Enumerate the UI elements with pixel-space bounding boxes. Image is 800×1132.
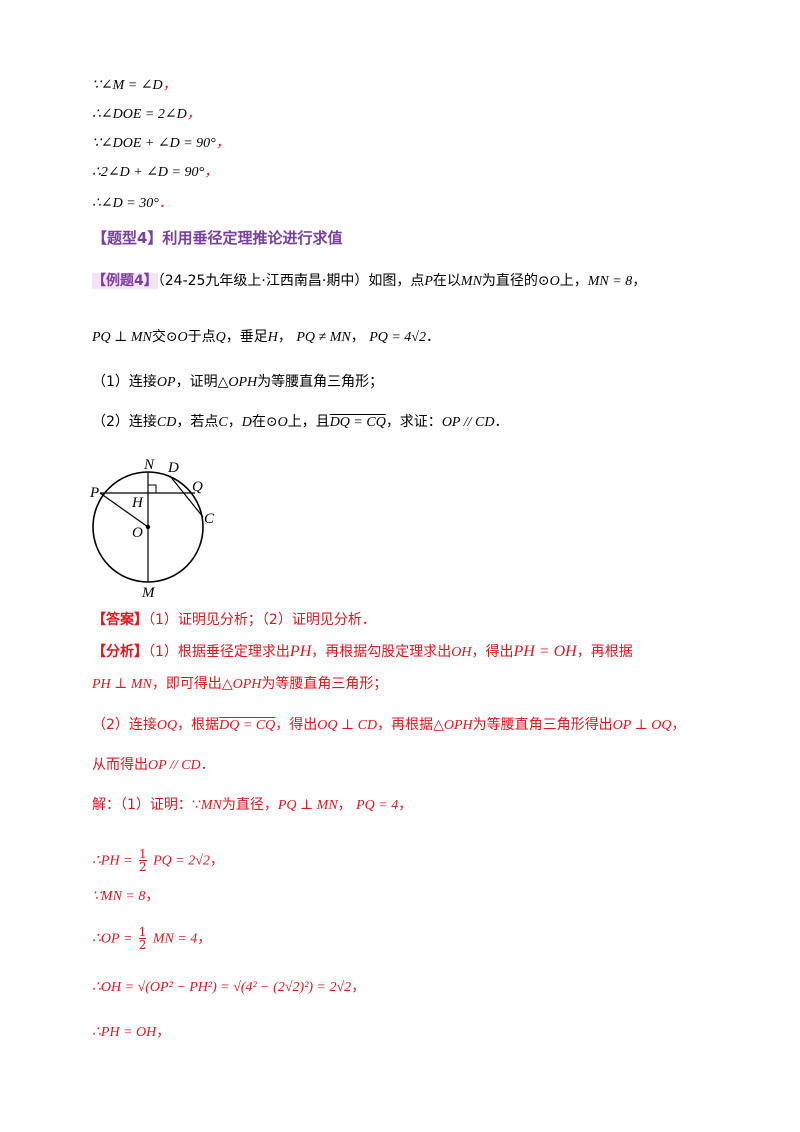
line-2d-plus-d: ∴2∠D + ∠D = 90°， <box>92 165 219 180</box>
solution-line-1: 解：（1）证明：∵MN为直径，PQ ⊥ MN， PQ = 4， <box>92 797 413 813</box>
example-line-2: PQ ⊥ MN交⊙O于点Q，垂足H， PQ ≠ MN， PQ = 4√2． <box>92 329 440 345</box>
section-heading: 【题型4】利用垂径定理推论进行求值 <box>92 229 343 247</box>
example-tag: 【例题4】 <box>92 273 158 289</box>
question-1: （1）连接OP，证明△OPH为等腰直角三角形； <box>92 374 384 390</box>
line-angle-m-equals-d: ∵∠M = ∠D， <box>92 78 177 93</box>
line-d-30: ∴∠D = 30°． <box>92 196 173 211</box>
segment-dc <box>169 475 204 518</box>
circle-figure: N D Q P H C O M <box>89 457 215 601</box>
label-c: C <box>204 511 215 527</box>
center-point <box>145 524 151 530</box>
label-n: N <box>143 457 155 473</box>
segment-op <box>99 492 149 528</box>
line-angle-sum: ∵∠DOE + ∠D = 90°， <box>92 136 230 151</box>
label-o: O <box>132 525 143 541</box>
analysis-line-3: （2）连接OQ，根据DQ = CQ，得出OQ ⊥ CD，再根据△OPH为等腰直角… <box>92 717 686 733</box>
solution-line-4: ∴OP = 1 2 MN = 4， <box>92 925 212 952</box>
answer-label: 【答案】 <box>92 612 148 628</box>
answer-line: 【答案】（1）证明见分析；（2）证明见分析． <box>92 612 376 628</box>
label-m: M <box>141 585 156 601</box>
label-q: Q <box>192 479 203 495</box>
analysis-line-4: 从而得出OP // CD． <box>92 757 215 773</box>
fraction-half-2: 1 2 <box>138 925 147 952</box>
analysis-line-1: 【分析】（1）根据垂径定理求出PH，再根据勾股定理求出OH，得出PH = OH，… <box>92 643 633 660</box>
example-line-1: 【例题4】（24-25九年级上·江西南昌·期中）如图，点P在以MN为直径的⊙O上… <box>92 273 647 289</box>
solution-line-6: ∴PH = OH， <box>92 1024 171 1040</box>
label-h: H <box>131 495 144 511</box>
question-2: （2）连接CD，若点C，D在⊙O上，且DQ = CQ，求证：OP // CD． <box>92 414 509 430</box>
label-p: P <box>89 485 99 501</box>
right-angle-mark <box>148 484 157 493</box>
fraction-half: 1 2 <box>138 847 147 874</box>
solution-line-5: ∴OH = √(OP² − PH²) = √(4² − (2√2)²) = 2√… <box>92 979 366 995</box>
solution-line-2: ∴PH = 1 2 PQ = 2√2， <box>92 847 224 874</box>
analysis-line-2: PH ⊥ MN，即可得出△OPH为等腰直角三角形； <box>92 676 388 692</box>
label-d: D <box>167 460 179 476</box>
analysis-label: 【分析】 <box>92 644 148 660</box>
solution-line-3: ∵MN = 8， <box>92 888 160 904</box>
line-angle-doe: ∴∠DOE = 2∠D， <box>92 107 201 122</box>
